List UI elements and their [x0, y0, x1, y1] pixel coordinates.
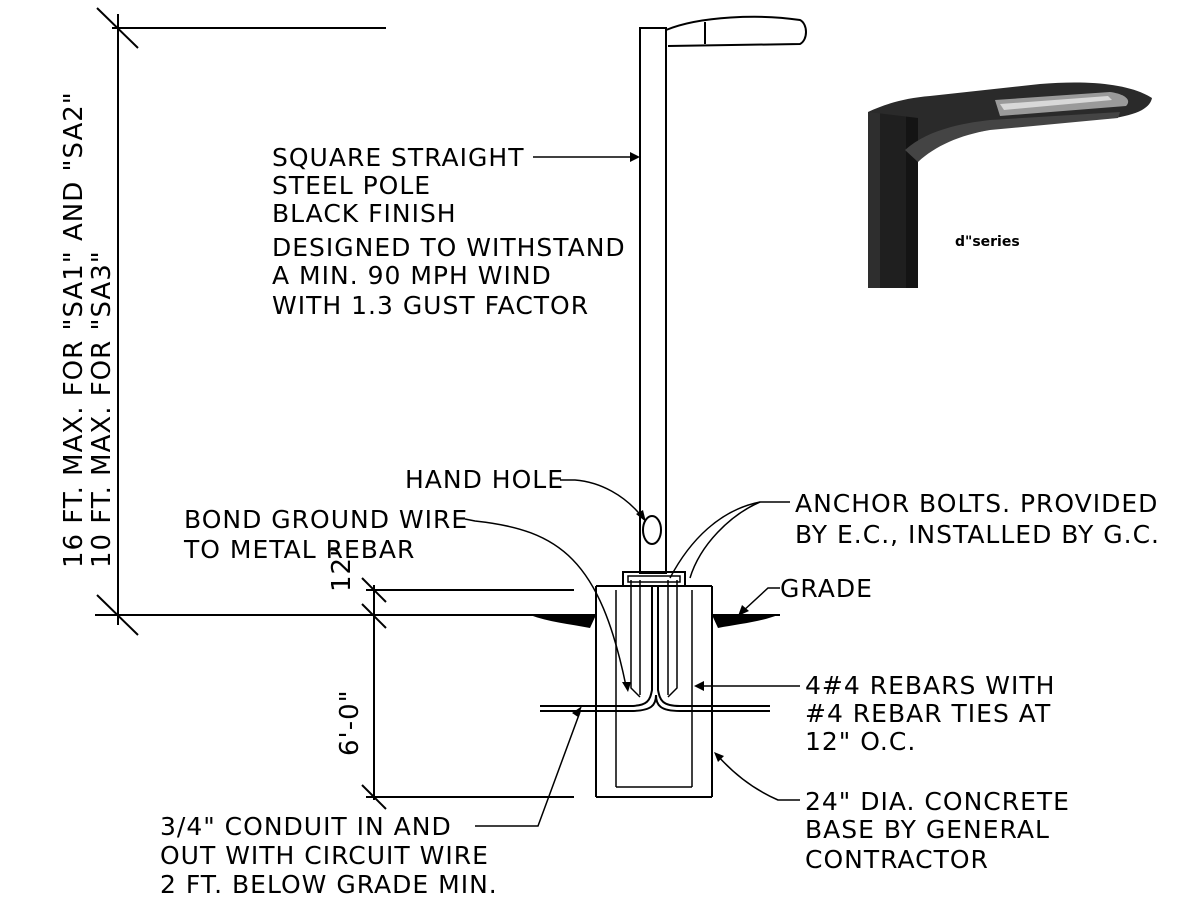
rebar-note-line-1: 4#4 REBARS WITH — [805, 671, 1055, 700]
height-dim-line2: 10 FT. MAX. FOR "SA3" — [87, 250, 117, 568]
pole-note-line-5: A MIN. 90 MPH WIND — [272, 261, 552, 290]
pole — [639, 15, 807, 574]
pole-note-line-2: STEEL POLE — [272, 171, 431, 200]
base-plate — [622, 571, 686, 587]
pole-note-line-3: BLACK FINISH — [272, 199, 457, 228]
concrete-base — [540, 580, 770, 798]
rebar-note-line-3: 12" O.C. — [805, 727, 916, 756]
conduit-note-line-2: OUT WITH CIRCUIT WIRE — [160, 841, 489, 870]
depth-dim: 6'-0" — [335, 689, 365, 756]
base-note-line-3: CONTRACTOR — [805, 845, 989, 874]
bond-note-line-2: TO METAL REBAR — [183, 535, 415, 564]
above-grade-dim: 12" — [327, 544, 357, 592]
pole-note-line-4: DESIGNED TO WITHSTAND — [272, 233, 626, 262]
bond-note-line-1: BOND GROUND WIRE — [184, 505, 468, 534]
base-note-line-2: BASE BY GENERAL — [805, 815, 1050, 844]
hand-hole-label: HAND HOLE — [405, 465, 564, 494]
bond-note: BOND GROUND WIRE TO METAL REBAR — [183, 505, 468, 564]
depth-dimension — [361, 615, 574, 810]
conduit-note: 3/4" CONDUIT IN AND OUT WITH CIRCUIT WIR… — [160, 812, 498, 899]
grade-label: GRADE — [780, 574, 873, 603]
above-grade-dimension — [361, 577, 574, 629]
conduit-note-line-3: 2 FT. BELOW GRADE MIN. — [160, 870, 498, 899]
anchor-note-line-2: BY E.C., INSTALLED BY G.C. — [795, 520, 1160, 549]
height-dim-line1: 16 FT. MAX. FOR "SA1" AND "SA2" — [59, 91, 89, 568]
pole-note: SQUARE STRAIGHT STEEL POLE BLACK FINISH … — [272, 143, 626, 320]
rebar-note: 4#4 REBARS WITH #4 REBAR TIES AT 12" O.C… — [805, 671, 1055, 756]
hand-hole-shape — [642, 515, 662, 545]
anchor-note: ANCHOR BOLTS. PROVIDED BY E.C., INSTALLE… — [795, 489, 1160, 549]
product-image: d"series — [868, 82, 1152, 288]
rebar-note-line-2: #4 REBAR TIES AT — [805, 699, 1051, 728]
grade-line — [95, 614, 780, 628]
base-note: 24" DIA. CONCRETE BASE BY GENERAL CONTRA… — [805, 787, 1070, 874]
product-brand-label: d"series — [955, 234, 1020, 250]
conduit-note-line-1: 3/4" CONDUIT IN AND — [160, 812, 452, 841]
height-dimension — [96, 7, 386, 636]
anchor-note-line-1: ANCHOR BOLTS. PROVIDED — [795, 489, 1158, 518]
pole-note-line-6: WITH 1.3 GUST FACTOR — [272, 291, 589, 320]
base-note-line-1: 24" DIA. CONCRETE — [805, 787, 1070, 816]
leader-lines — [464, 152, 800, 827]
pole-note-line-1: SQUARE STRAIGHT — [272, 143, 524, 172]
